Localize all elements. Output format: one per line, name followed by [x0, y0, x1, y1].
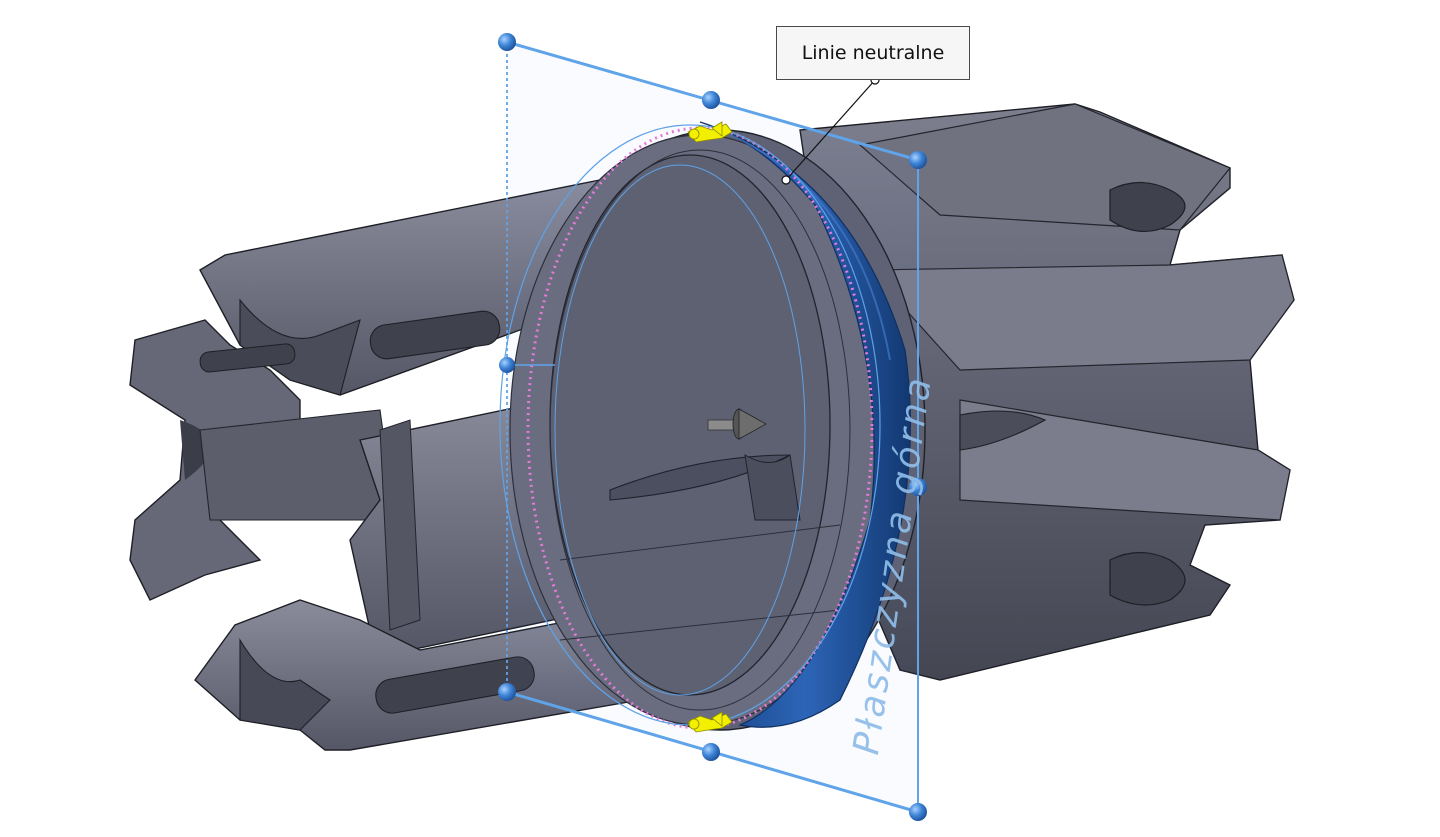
callout-leader: [785, 79, 876, 181]
draft-direction-arrow-icon[interactable]: [687, 711, 733, 733]
plane-handle-icon[interactable]: [498, 33, 516, 51]
plane-handle-icon[interactable]: [499, 357, 515, 373]
pull-direction-cone-icon[interactable]: [707, 408, 767, 440]
draft-direction-arrow-icon[interactable]: [687, 121, 733, 143]
neutral-line-callout[interactable]: Linie neutralne: [776, 26, 970, 80]
plane-handle-icon[interactable]: [702, 91, 720, 109]
plane-handle-icon[interactable]: [909, 803, 927, 821]
plane-handle-icon[interactable]: [702, 743, 720, 761]
selected-parting-face[interactable]: [699, 121, 911, 728]
plane-handle-icon[interactable]: [498, 683, 516, 701]
neutral-line[interactable]: [526, 126, 874, 730]
construction-circle-inner: [554, 164, 806, 696]
callout-anchor-face: [781, 175, 791, 185]
plane-handle-icon[interactable]: [909, 151, 927, 169]
plane-handles[interactable]: [498, 33, 927, 821]
callout-text: Linie neutralne: [801, 42, 945, 64]
part-rear-section: [799, 103, 1295, 681]
plane-handle-icon[interactable]: [909, 478, 927, 496]
